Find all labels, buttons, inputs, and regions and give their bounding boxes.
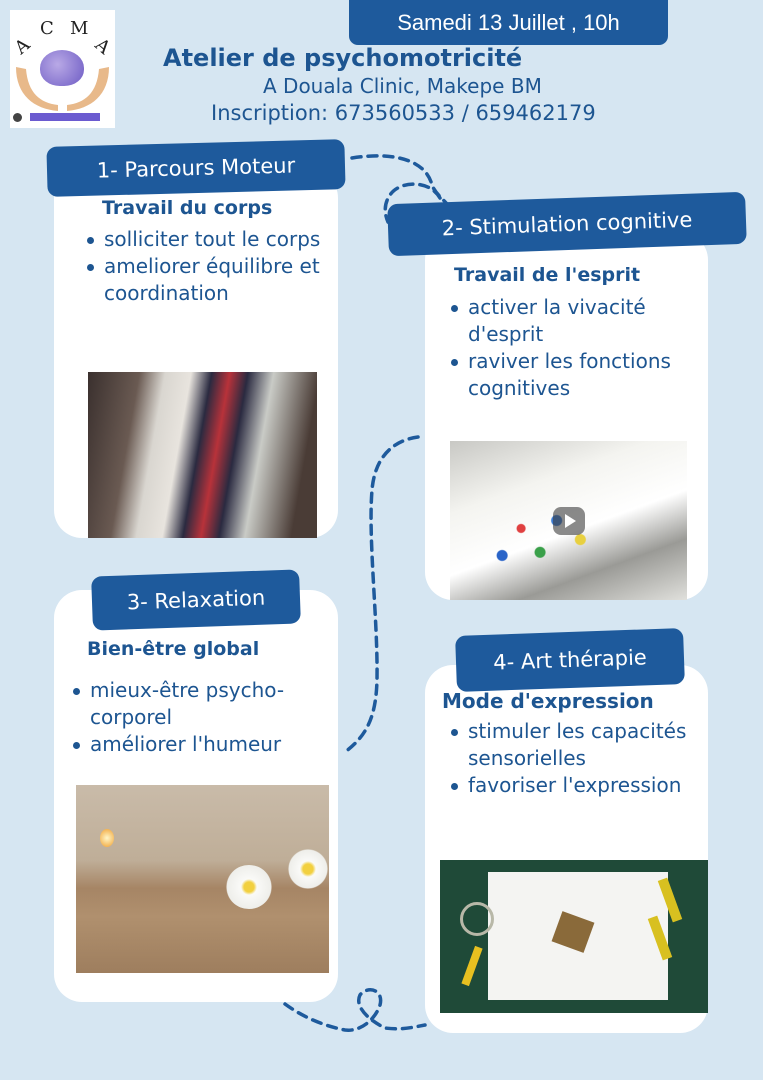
bullet-item: raviver les fonctions cognitives [448,348,703,402]
bullet-item: améliorer l'humeur [70,731,360,758]
bullet-item: solliciter tout le corps [84,226,324,253]
glue-tube-icon [461,945,483,987]
photo-art-workbench [440,860,708,1013]
section-heading: Travail du corps [102,197,273,219]
bullet-list: stimuler les capacités sensorielles favo… [448,718,698,799]
logo-letter: C [40,18,54,39]
section-card-art-therapie: Mode d'expression stimuler les capacités… [425,665,708,1033]
brain-icon [40,50,84,86]
section-label-text: 2- Stimulation cognitive [441,207,693,241]
logo-letter: A [90,34,115,59]
section-card-relaxation: Bien-être global mieux-être psycho-corpo… [54,590,338,1002]
photo-motor-course [88,372,317,538]
bullet-item: stimuler les capacités sensorielles [448,718,698,772]
date-badge: Samedi 13 Juillet , 10h [349,0,668,45]
page-title: Atelier de psychomotricité [163,44,523,72]
bullet-list: activer la vivacité d'esprit raviver les… [448,294,703,402]
hands-icon [16,67,109,111]
section-label-4: 4- Art thérapie [455,628,685,692]
play-icon[interactable] [553,507,585,535]
candle-icon [100,829,114,847]
section-label-text: 3- Relaxation [126,585,266,615]
location-text: A Douala Clinic, Makepe BM [263,74,542,98]
flower-icon [226,865,272,909]
photo-finger-painting [450,441,687,600]
section-heading: Mode d'expression [442,689,654,713]
badge-icon [13,113,22,122]
acma-logo: A C M A [10,10,115,128]
bullet-item: ameliorer équilibre et coordination [84,253,324,307]
photo-spa-relaxation [76,785,329,973]
section-label-1: 1- Parcours Moteur [46,139,346,197]
bullet-item: mieux-être psycho-corporel [70,677,360,731]
date-text: Samedi 13 Juillet , 10h [397,9,620,35]
section-heading: Travail de l'esprit [454,264,641,286]
logo-letters: A C M A [10,14,115,59]
section-label-3: 3- Relaxation [91,569,301,631]
section-card-stimulation-cognitive: Travail de l'esprit activer la vivacité … [425,232,708,600]
registration-text: Inscription: 673560533 / 659462179 [211,101,596,125]
flower-icon [288,849,328,889]
section-label-text: 4- Art thérapie [492,645,648,675]
section-card-parcours-moteur: Travail du corps solliciter tout le corp… [54,170,338,538]
bullet-item: activer la vivacité d'esprit [448,294,703,348]
logo-letter: M [70,18,89,39]
logo-letter: A [10,34,35,59]
bullet-item: favoriser l'expression [448,772,698,799]
section-label-text: 1- Parcours Moteur [96,153,296,183]
logo-caption-bar [30,113,100,121]
bullet-list: mieux-être psycho-corporel améliorer l'h… [70,677,360,758]
wire-coil-icon [460,902,494,936]
section-heading: Bien-être global [87,638,260,660]
bullet-list: solliciter tout le corps ameliorer équil… [84,226,324,307]
